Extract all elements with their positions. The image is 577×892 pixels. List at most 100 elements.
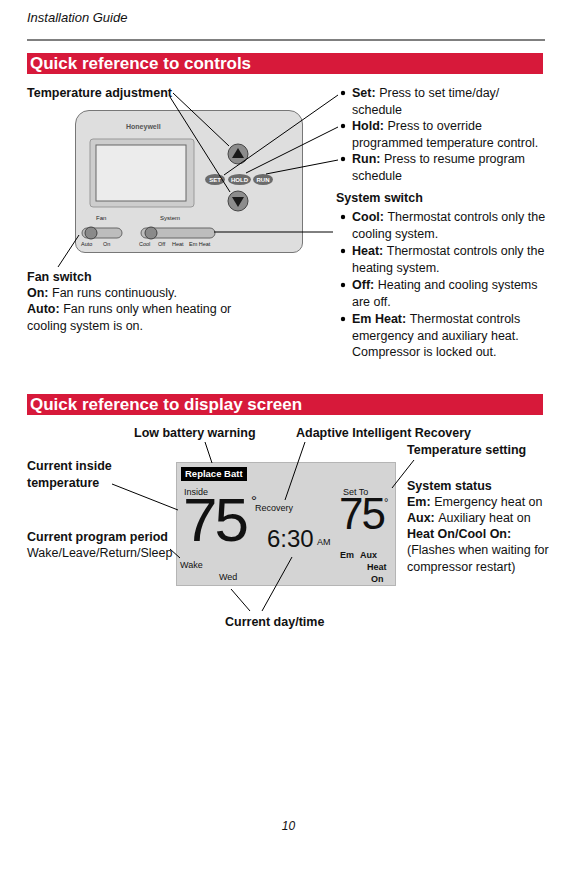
button-label: RUN bbox=[257, 177, 270, 183]
section-heading: Quick reference to display screen bbox=[27, 394, 543, 415]
bullet bbox=[341, 283, 345, 287]
callout-note-group: (Flashes when waiting for compressor res… bbox=[407, 542, 562, 575]
callout-note: Em Heat: bbox=[352, 312, 406, 326]
callout-note: Hold: bbox=[352, 119, 384, 133]
display-readout: Heat bbox=[367, 563, 387, 572]
leader-line bbox=[246, 127, 338, 173]
display-readout: Em bbox=[340, 551, 354, 560]
control-label: Fan bbox=[96, 215, 106, 221]
display-readout: 75 bbox=[183, 489, 246, 551]
callout-note: Aux: bbox=[407, 511, 435, 525]
callout-note-group: Heat On/Cool On: bbox=[407, 526, 567, 543]
fan-slider-track bbox=[82, 228, 122, 238]
leader-line bbox=[262, 557, 292, 611]
section-band: Quick reference to controls bbox=[27, 53, 543, 74]
section-heading: Quick reference to controls bbox=[27, 53, 543, 74]
callout-note: Auxiliary heat on bbox=[438, 511, 530, 525]
bullet bbox=[341, 317, 345, 321]
callout-heading: System status bbox=[407, 479, 492, 493]
callout-heading: Current program period bbox=[27, 530, 168, 544]
hold-button: HOLD bbox=[228, 174, 251, 185]
leader-line bbox=[266, 160, 338, 174]
callout-note-group: Em Heat:Thermostat controls emergency an… bbox=[352, 311, 552, 361]
callout-note: Off: bbox=[352, 278, 374, 292]
section-band: Quick reference to display screen bbox=[27, 394, 543, 415]
callout-heading-group: Adaptive Intelligent Recovery bbox=[296, 425, 526, 442]
display-readout: Recovery bbox=[255, 504, 293, 513]
callout-heading: Adaptive Intelligent Recovery bbox=[296, 426, 471, 440]
leader-line bbox=[112, 484, 178, 510]
callout-heading-group: Temperature setting bbox=[407, 442, 567, 459]
control-label: Heat bbox=[172, 242, 184, 248]
callout-note-group: Em:Emergency heat on bbox=[407, 494, 567, 511]
callout-note: Wake/Leave/Return/Sleep bbox=[27, 546, 172, 560]
control-label: Em Heat bbox=[189, 242, 210, 248]
callout-note: Set: bbox=[352, 86, 376, 100]
leader-line bbox=[173, 93, 229, 146]
callout-heading-group: Fan switch bbox=[27, 269, 247, 286]
running-header-group: Installation Guide bbox=[27, 10, 247, 27]
run-button: RUN bbox=[253, 174, 273, 185]
up-arrow bbox=[232, 148, 244, 158]
callout-heading: Temperature adjustment bbox=[27, 86, 172, 100]
callout-heading-group: Temperature adjustment bbox=[27, 85, 197, 102]
display-readout: AM bbox=[317, 538, 331, 547]
up-button bbox=[228, 144, 248, 164]
callout-note: Heat On/Cool On: bbox=[407, 527, 511, 541]
control-label: On bbox=[103, 242, 110, 248]
callout-note-group: Run:Press to resume program schedule bbox=[352, 151, 552, 184]
control-label: System bbox=[160, 215, 180, 221]
control-label: Off bbox=[158, 242, 165, 248]
callout-note: Em: bbox=[407, 495, 431, 509]
callout-note-group: Cool:Thermostat controls only the coolin… bbox=[352, 209, 552, 242]
callout-note-group: Off:Heating and cooling systems are off. bbox=[352, 277, 552, 310]
display-readout: Wed bbox=[219, 573, 237, 582]
callout-heading: Temperature setting bbox=[407, 443, 526, 457]
leader-line bbox=[170, 97, 230, 192]
callout-note: On: bbox=[27, 286, 49, 300]
leader-line bbox=[285, 442, 305, 500]
leader-line bbox=[214, 232, 333, 233]
system-slider-track bbox=[141, 228, 215, 238]
display-readout: Wake bbox=[180, 561, 203, 570]
button-label: HOLD bbox=[231, 177, 248, 183]
callout-note: Cool: bbox=[352, 210, 384, 224]
down-arrow bbox=[232, 197, 244, 207]
fan-slider-knob bbox=[85, 227, 97, 239]
button-label: SET bbox=[209, 177, 221, 183]
callout-note: Heating and cooling systems are off. bbox=[352, 278, 538, 309]
control-label: Honeywell bbox=[126, 123, 161, 130]
callout-note: Run: bbox=[352, 152, 380, 166]
callout-heading: Current inside temperature bbox=[27, 459, 112, 490]
screen-bezel bbox=[90, 139, 194, 207]
bullet bbox=[341, 215, 345, 219]
header-rule bbox=[27, 40, 545, 41]
callout-heading: Low battery warning bbox=[134, 426, 256, 440]
page-number: 10 bbox=[282, 819, 295, 833]
page-number-group: 10 bbox=[0, 818, 577, 835]
callout-note: (Flashes when waiting for compressor res… bbox=[407, 543, 549, 574]
callout-note-group: Hold:Press to override programmed temper… bbox=[352, 118, 552, 151]
leader-line bbox=[170, 549, 180, 558]
leader-line bbox=[58, 235, 79, 267]
display-readout: 75 bbox=[339, 492, 384, 536]
callout-note: Fan runs continuously. bbox=[52, 286, 177, 300]
leader-line bbox=[205, 442, 212, 463]
bullet bbox=[341, 249, 345, 253]
control-label: Cool bbox=[139, 242, 150, 248]
callout-heading-group: Low battery warning bbox=[134, 425, 294, 442]
callout-heading: System switch bbox=[336, 191, 423, 205]
callout-note: Heat: bbox=[352, 244, 383, 258]
callout-note-group: On:Fan runs continuously. bbox=[27, 285, 247, 302]
callout-heading-group: System status bbox=[407, 478, 567, 495]
display-readout: ° bbox=[384, 497, 388, 508]
leader-line bbox=[392, 460, 414, 488]
display-readout: On bbox=[371, 575, 384, 584]
callout-heading: Fan switch bbox=[27, 270, 92, 284]
callout-note: Auto: bbox=[27, 302, 60, 316]
callout-note-group: Auto:Fan runs only when heating or cooli… bbox=[27, 301, 232, 334]
callout-heading-group: System switch bbox=[336, 190, 546, 207]
callout-note: Emergency heat on bbox=[434, 495, 542, 509]
leader-line bbox=[224, 95, 338, 175]
callout-note-group: Heat:Thermostat controls only the heatin… bbox=[352, 243, 552, 276]
